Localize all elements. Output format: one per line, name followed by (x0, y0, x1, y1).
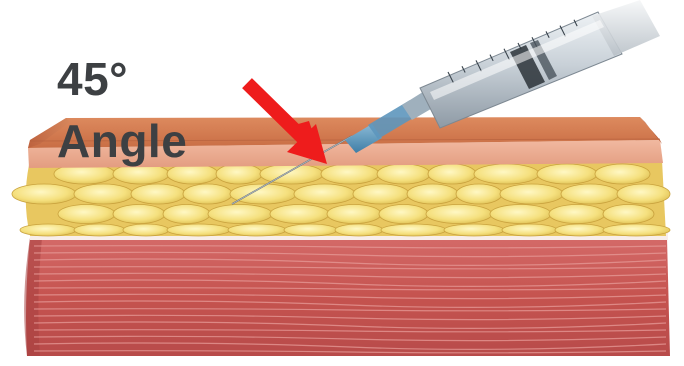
subcutaneous-fat-layer (12, 160, 670, 236)
angle-value-label: 45° (57, 56, 128, 102)
muscle-layer (24, 238, 670, 356)
angle-word-label: Angle (57, 118, 187, 164)
